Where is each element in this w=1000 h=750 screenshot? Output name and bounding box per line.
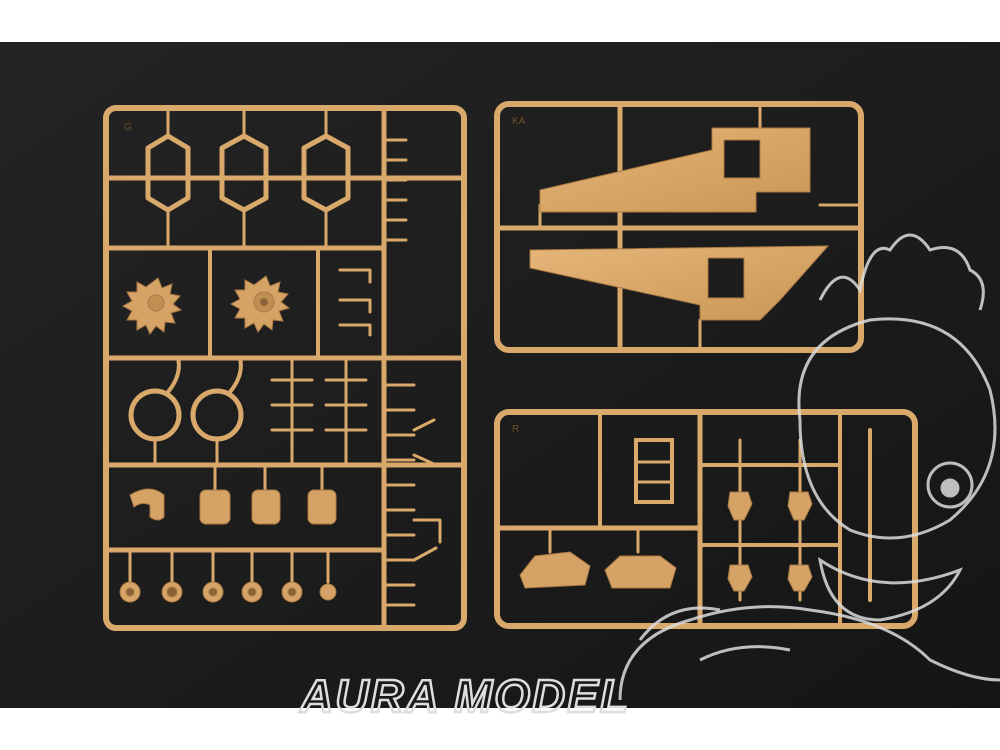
sprue-r-bracket-part: [787, 564, 813, 592]
sprue-ka-plate-window: [723, 139, 761, 179]
sprue-ka-plate-window: [707, 257, 745, 299]
mascot-mouth: [817, 556, 964, 622]
sprue-g-elbow-part: [129, 488, 165, 521]
sprue-r-bracket-part: [727, 491, 753, 521]
sprue-g-cap-hole: [247, 587, 257, 597]
sprue-g-frame: [103, 105, 467, 631]
sprue-g-housing-part: [199, 489, 231, 525]
sprue-ka-letter: KA: [512, 116, 526, 127]
sprue-g-sprocket-hub: [147, 294, 165, 312]
sprue-r-solid-parts: [519, 491, 813, 592]
sprue-r-bracket-part: [727, 564, 753, 592]
sprue-r-cover-part: [604, 555, 677, 589]
sprue-g-letter: G: [124, 122, 132, 133]
sprue-g-small-part: [382, 383, 416, 607]
sprue-r-frame: [494, 409, 918, 629]
sprue-ka-side-plate-lower: [529, 245, 830, 321]
mascot-head: [797, 317, 997, 540]
sprue-r-bracket-part: [787, 491, 813, 521]
sprue-g-gate: [228, 356, 243, 394]
sprue-r-letter: R: [512, 424, 519, 435]
mascot-pupil: [940, 478, 960, 498]
sprue-r-ladder-part: [634, 438, 674, 504]
sprue-g-gate: [166, 356, 181, 394]
sprue-g-solid-parts: [119, 275, 337, 603]
sprue-ka-solid-parts: [529, 127, 830, 321]
sprue-g-small-part: [382, 138, 408, 242]
sprue-g-sprocket-hole: [259, 297, 269, 307]
sprue-g-cap-hole: [125, 587, 135, 597]
mascot-crown: [818, 233, 985, 311]
watermark-mascot: [618, 233, 1000, 701]
sprue-g-cap-hole: [208, 587, 218, 597]
watermark-text: AURA MODEL: [299, 670, 630, 722]
sprue-g-small-part: [412, 418, 442, 562]
sprue-r-cover-part: [519, 551, 591, 589]
sprue-g-cap-hole: [166, 586, 178, 598]
sprue-ka: [494, 101, 864, 353]
sprue-g: [103, 105, 467, 631]
sprue-g-cap-hole: [287, 587, 297, 597]
sprue-g-cap-part: [319, 583, 337, 601]
mascot-eye: [926, 461, 974, 509]
mascot-fin: [638, 606, 791, 662]
sprue-g-housing-part: [251, 489, 281, 525]
sprue-g-housing-part: [307, 489, 337, 525]
mascot-body: [618, 605, 1000, 701]
sprue-g-small-part: [338, 268, 372, 337]
